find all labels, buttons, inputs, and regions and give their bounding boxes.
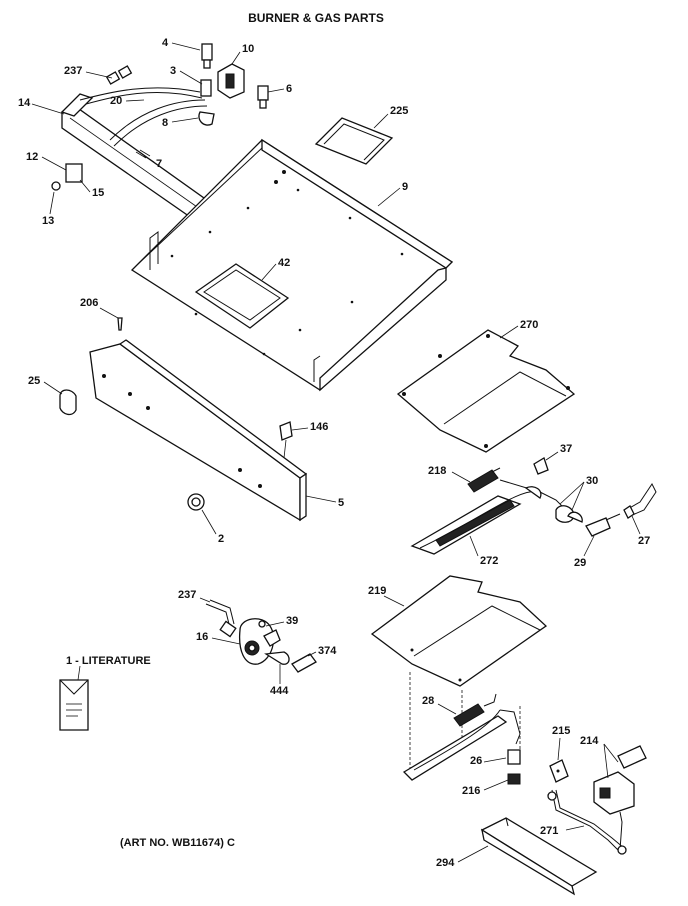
regulator-fitting <box>105 65 133 85</box>
air-shutter <box>555 505 583 523</box>
callout-374: 374 <box>318 645 337 657</box>
nut-216 <box>507 773 521 785</box>
callout-27: 27 <box>638 535 650 547</box>
clip-37 <box>533 457 549 475</box>
tube-27 <box>623 483 657 519</box>
callout-37: 37 <box>560 443 572 455</box>
callout-146: 146 <box>310 421 328 433</box>
manifold-tube <box>79 87 208 147</box>
callout-237-mid: 237 <box>178 589 196 601</box>
callout-9: 9 <box>402 181 408 193</box>
tube-271 <box>547 789 627 855</box>
callout-6: 6 <box>286 83 292 95</box>
bracket-215 <box>549 759 569 783</box>
igniter-29 <box>585 513 621 537</box>
callout-4: 4 <box>162 37 169 49</box>
callout-218: 218 <box>428 465 446 477</box>
callout-3: 3 <box>170 65 176 77</box>
callout-29: 29 <box>574 557 586 569</box>
safety-valve-214 <box>593 745 647 815</box>
callout-271: 271 <box>540 825 558 837</box>
callout-42: 42 <box>278 257 290 269</box>
callout-2: 2 <box>218 533 224 545</box>
callout-12: 12 <box>26 151 38 163</box>
callout-237-top: 237 <box>64 65 82 77</box>
callout-5: 5 <box>338 497 344 509</box>
callout-294: 294 <box>436 857 455 869</box>
bake-burner-tube <box>402 709 521 781</box>
literature-label: 1 - LITERATURE <box>66 655 151 667</box>
callout-10: 10 <box>242 43 254 55</box>
mount-bracket <box>279 421 293 459</box>
clip <box>59 389 77 416</box>
orifice-fitting <box>257 85 269 109</box>
burner-tube-272 <box>410 479 569 555</box>
fitting-374 <box>291 653 317 673</box>
callout-26: 26 <box>470 755 482 767</box>
callout-14: 14 <box>18 97 31 109</box>
callout-25: 25 <box>28 375 40 387</box>
callout-215: 215 <box>552 725 570 737</box>
callout-28: 28 <box>422 695 434 707</box>
callout-225: 225 <box>390 105 408 117</box>
callout-39: 39 <box>286 615 298 627</box>
front-panel <box>89 339 308 522</box>
gas-regulator <box>205 599 290 665</box>
callout-13: 13 <box>42 215 54 227</box>
callout-444: 444 <box>270 685 289 697</box>
callout-7: 7 <box>156 158 162 170</box>
callout-272: 272 <box>480 555 498 567</box>
spring-28 <box>453 693 497 727</box>
callout-219: 219 <box>368 585 386 597</box>
burner-spring <box>467 467 501 493</box>
art-number: (ART NO. WB11674) C <box>120 837 235 849</box>
broil-shield-219 <box>370 575 548 687</box>
grommet <box>187 493 205 511</box>
burner-box <box>130 138 454 392</box>
manifold-pipe <box>60 93 219 229</box>
valve-bracket <box>217 63 245 99</box>
heat-shield-270 <box>396 329 576 453</box>
valve-fitting <box>198 43 215 126</box>
orifice-26 <box>507 749 521 765</box>
callout-8: 8 <box>162 117 168 129</box>
callout-16: 16 <box>196 631 208 643</box>
screw <box>117 317 123 331</box>
callout-15: 15 <box>92 187 104 199</box>
callout-20: 20 <box>110 95 122 107</box>
callout-216: 216 <box>462 785 480 797</box>
valve-body <box>51 163 83 191</box>
shield-294 <box>480 817 598 896</box>
callout-270: 270 <box>520 319 538 331</box>
callout-206: 206 <box>80 297 98 309</box>
diagram-title: BURNER & GAS PARTS <box>248 11 384 25</box>
callout-30: 30 <box>586 475 598 487</box>
literature-booklet <box>59 679 89 731</box>
callout-214: 214 <box>580 735 599 747</box>
cover-plate <box>314 117 394 165</box>
